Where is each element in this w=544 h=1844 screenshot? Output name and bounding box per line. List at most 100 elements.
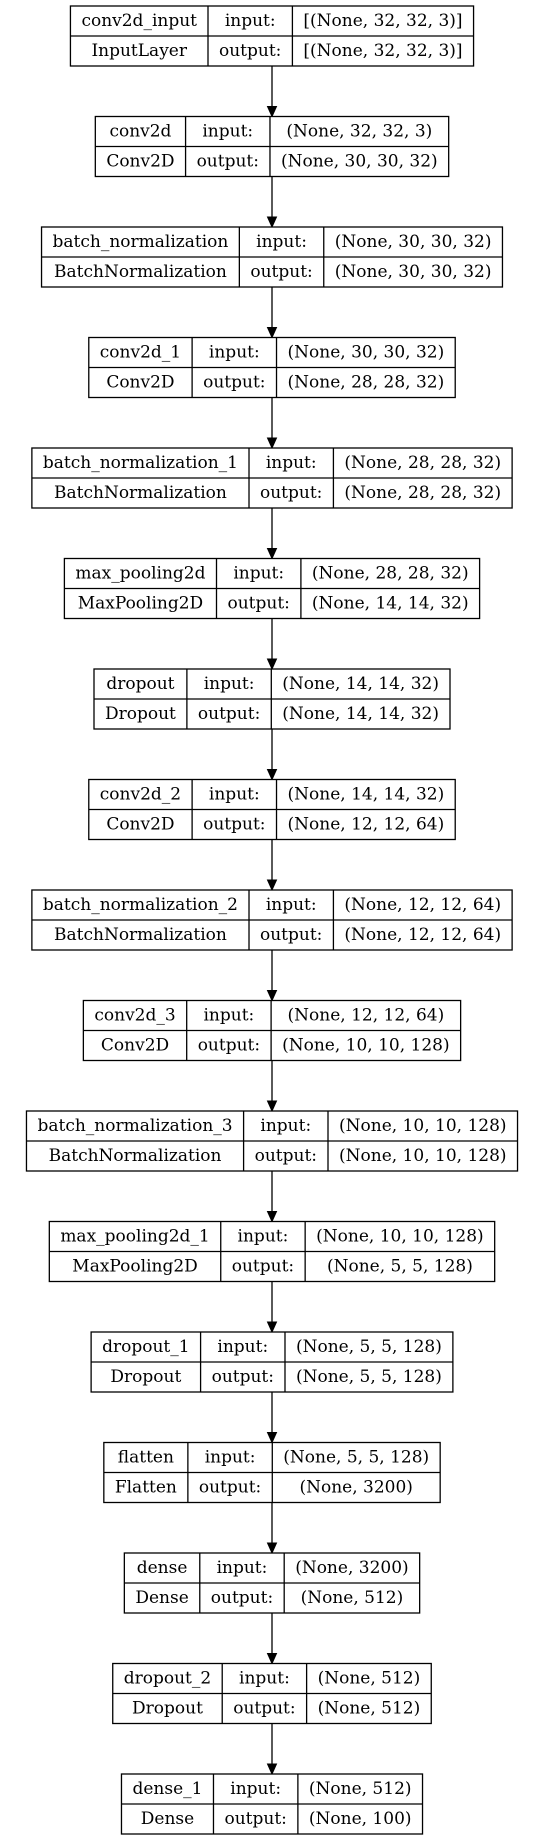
layer-type: Dense xyxy=(141,1809,194,1829)
input-label: input: xyxy=(256,232,307,252)
output-shape: (None, 28, 28, 32) xyxy=(344,483,501,503)
arrowhead-icon xyxy=(266,548,278,560)
layer-name: dropout xyxy=(106,674,174,694)
output-shape: (None, 14, 14, 32) xyxy=(282,704,439,724)
connection-arrow xyxy=(266,1060,278,1113)
output-label: output: xyxy=(233,1699,295,1719)
layer-node: conv2d_inputInputLayerinput:output:[(Non… xyxy=(69,5,475,67)
output-label: output: xyxy=(198,704,260,724)
output-shape: (None, 512) xyxy=(318,1699,421,1719)
layer-type: BatchNormalization xyxy=(49,1146,222,1166)
layer-type: Conv2D xyxy=(106,152,174,172)
output-label: output: xyxy=(203,373,265,393)
output-shape: (None, 30, 30, 32) xyxy=(281,152,438,172)
output-label: output: xyxy=(228,594,290,614)
input-label: input: xyxy=(266,453,317,473)
layer-type: BatchNormalization xyxy=(54,925,227,945)
output-shape: (None, 28, 28, 32) xyxy=(288,373,445,393)
arrowhead-icon xyxy=(266,1763,278,1776)
output-shape: (None, 100) xyxy=(309,1809,412,1829)
output-label: output: xyxy=(212,1367,274,1387)
connection-arrow xyxy=(266,1723,278,1776)
connection-arrow xyxy=(266,1392,278,1444)
layer-type: BatchNormalization xyxy=(54,483,227,503)
connection-arrow xyxy=(266,729,278,781)
input-label: input: xyxy=(266,895,317,915)
arrowhead-icon xyxy=(266,1100,278,1113)
input-label: input: xyxy=(260,1116,311,1136)
input-label: input: xyxy=(225,11,276,31)
input-label: input: xyxy=(209,785,260,805)
connection-arrow xyxy=(266,287,278,339)
input-shape: (None, 512) xyxy=(309,1779,412,1799)
connection-arrow xyxy=(266,618,278,671)
input-label: input: xyxy=(238,1227,289,1247)
arrowhead-icon xyxy=(266,990,278,1002)
output-shape: (None, 14, 14, 32) xyxy=(312,594,469,614)
output-label: output: xyxy=(219,41,281,61)
layer-type: Dense xyxy=(135,1588,188,1608)
connection-arrow xyxy=(266,397,278,450)
output-label: output: xyxy=(203,815,265,835)
input-shape: [(None, 32, 32, 3)] xyxy=(303,11,462,31)
layer-type: Dropout xyxy=(110,1367,181,1387)
layer-node: batch_normalizationBatchNormalizationinp… xyxy=(40,226,504,288)
layer-name: conv2d_2 xyxy=(100,785,181,805)
output-label: output: xyxy=(250,262,312,282)
connections xyxy=(266,66,278,1776)
output-shape: [(None, 32, 32, 3)] xyxy=(303,41,462,61)
arrowhead-icon xyxy=(266,1653,278,1665)
arrowhead-icon xyxy=(266,879,278,892)
output-label: output: xyxy=(255,1146,317,1166)
layer-name: conv2d_1 xyxy=(100,343,181,363)
layer-node: batch_normalization_1BatchNormalizationi… xyxy=(31,447,513,509)
output-shape: (None, 10, 10, 128) xyxy=(282,1036,450,1056)
input-shape: (None, 28, 28, 32) xyxy=(312,564,469,584)
layer-type: MaxPooling2D xyxy=(78,594,204,614)
layer-type: Conv2D xyxy=(106,373,174,393)
arrowhead-icon xyxy=(266,327,278,339)
layer-type: BatchNormalization xyxy=(54,262,227,282)
layer-name: dense_1 xyxy=(132,1779,202,1799)
input-label: input: xyxy=(209,343,260,363)
input-shape: (None, 28, 28, 32) xyxy=(344,453,501,473)
connection-arrow xyxy=(266,1281,278,1334)
layer-name: dropout_2 xyxy=(124,1669,211,1689)
output-shape: (None, 30, 30, 32) xyxy=(335,262,492,282)
input-label: input: xyxy=(239,1669,290,1689)
input-label: input: xyxy=(230,1779,281,1799)
input-shape: (None, 5, 5, 128) xyxy=(283,1448,429,1468)
input-label: input: xyxy=(202,122,253,142)
layer-name: conv2d_input xyxy=(81,11,197,31)
input-shape: (None, 5, 5, 128) xyxy=(296,1337,442,1357)
layer-node: batch_normalization_3BatchNormalizationi… xyxy=(25,1110,519,1172)
layer-name: conv2d_3 xyxy=(94,1006,175,1026)
layer-type: Flatten xyxy=(115,1478,177,1498)
layer-name: batch_normalization_2 xyxy=(43,895,238,915)
input-shape: (None, 14, 14, 32) xyxy=(288,785,445,805)
input-shape: (None, 512) xyxy=(318,1669,421,1689)
layer-type: Conv2D xyxy=(106,815,174,835)
input-shape: (None, 30, 30, 32) xyxy=(288,343,445,363)
output-label: output: xyxy=(198,1036,260,1056)
layer-name: dense xyxy=(137,1558,188,1578)
layer-type: Dropout xyxy=(105,704,176,724)
layer-node: max_pooling2dMaxPooling2Dinput:output:(N… xyxy=(63,557,481,620)
arrowhead-icon xyxy=(266,106,278,118)
input-label: input: xyxy=(204,674,255,694)
output-label: output: xyxy=(197,152,259,172)
connection-arrow xyxy=(266,1502,278,1555)
input-shape: (None, 30, 30, 32) xyxy=(335,232,492,252)
output-shape: (None, 5, 5, 128) xyxy=(296,1367,442,1387)
connection-arrow xyxy=(266,66,278,118)
output-label: output: xyxy=(199,1478,261,1498)
connection-arrow xyxy=(266,508,278,560)
output-shape: (None, 5, 5, 128) xyxy=(327,1257,473,1277)
